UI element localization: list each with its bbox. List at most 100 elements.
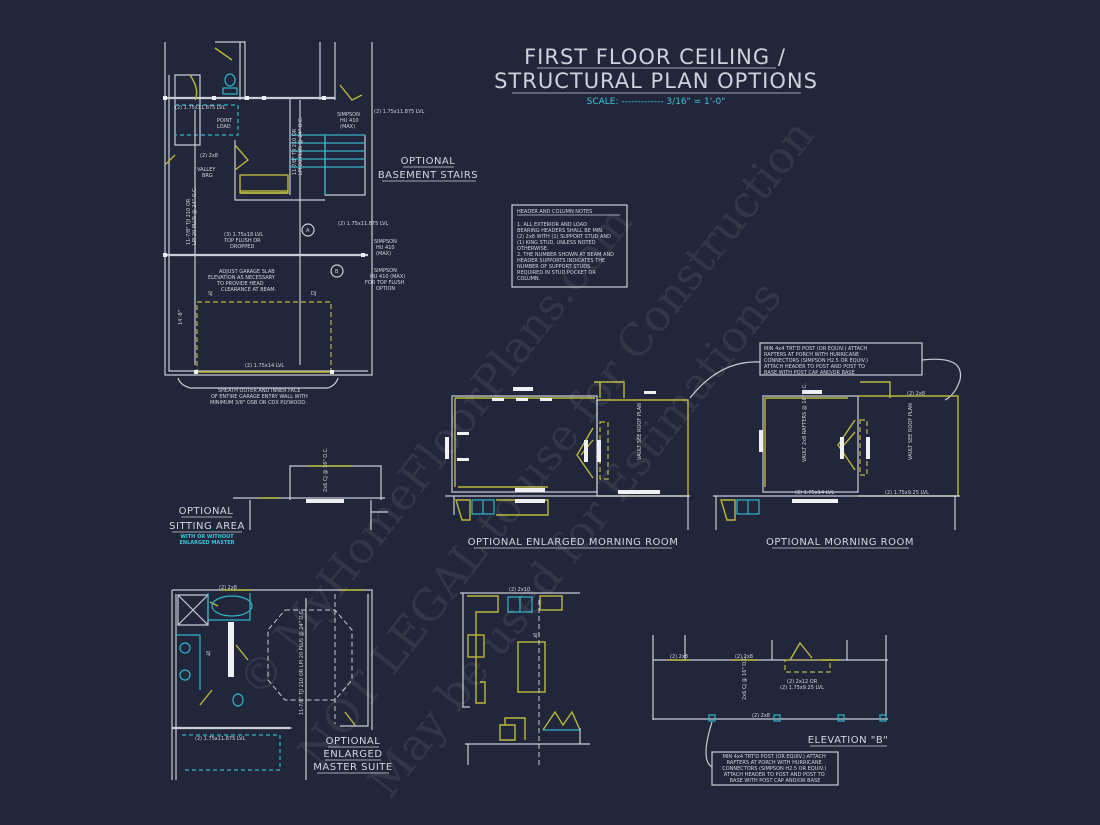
marker-b-label: B <box>335 269 339 275</box>
label-lvl: (2) 1.75x11.875 LVL <box>175 105 226 111</box>
label-simpson-b2: HU 410 (MAX) <box>370 274 405 280</box>
label-slab-3: TO PROVIDE HEAD <box>216 281 264 287</box>
tub-icon <box>211 595 253 617</box>
label-point-load: POINT <box>217 118 233 124</box>
basement-stairs-title-2: BASEMENT STAIRS <box>378 170 478 181</box>
cooktop <box>467 634 485 658</box>
porch-note-leader <box>705 721 713 768</box>
toilet-icon <box>232 693 244 707</box>
label-lvl-door: (2) 1.75x14 LVL <box>245 363 284 369</box>
sitting-wall-main <box>233 497 388 530</box>
marker-a-label: A <box>306 228 310 234</box>
dashed-header <box>784 659 831 673</box>
label-simpson-b4: OPTION <box>376 286 395 292</box>
label-point-load-2: LOAD <box>217 124 231 130</box>
label-lvl-3c: DROPPED <box>230 244 254 250</box>
label-lvl-3b: TOP FLUSH OR <box>223 238 261 244</box>
title-line-1: FIRST FLOOR CEILING / <box>524 45 786 69</box>
dashed-beam <box>182 734 281 771</box>
label-option-2: (2) 1.75x9.25 LVL <box>780 685 824 691</box>
label-lvl-right: (2) 1.75x11.875 LVL <box>374 109 425 115</box>
garage-door-outline <box>196 301 332 373</box>
label-vault: VAULT SEE ROOF PLAN <box>637 403 643 460</box>
label-simpson-a2: HU 410 <box>376 245 395 251</box>
label-slab-2: ELEVATION AS NECESSARY <box>208 275 276 281</box>
label-vault: VAULT SEE ROOF PLAN <box>908 403 914 460</box>
label-simpson: SIMPSON <box>337 112 360 118</box>
label-header-1: (2) 2x8 <box>670 654 688 660</box>
label-simpson-a: SIMPSON <box>374 239 397 245</box>
label-valley-2: BRG <box>202 173 213 179</box>
label-simpson-a3: (MAX) <box>376 251 391 257</box>
basement-stairs-plan: (2) 1.75x11.875 LVL POINT LOAD SIMPSON H… <box>163 41 478 406</box>
label-simpson-2: HU 410 <box>340 118 359 124</box>
porch-note-box <box>711 751 839 786</box>
enlarged-morning-room-plan: VAULT SEE ROOF PLAN OPTIONAL ENLARGED MO… <box>445 381 690 549</box>
label-lvl-3: (3) 1.75x18 LVL <box>224 232 263 238</box>
stair-treads <box>290 134 365 195</box>
window-headers <box>209 589 365 607</box>
porch-note-box <box>759 342 923 376</box>
label-cj: 2x6 CJ @ 16" O.C. <box>742 655 748 700</box>
label-tji-mid: 11-7/8" TJI 210 OR <box>292 128 298 175</box>
sink-icon <box>179 669 191 681</box>
sitting-area-title-2: SITTING AREA <box>169 521 245 532</box>
closet <box>174 74 201 146</box>
door-swing <box>789 641 813 661</box>
counter <box>720 499 736 521</box>
sitting-walls <box>289 465 382 500</box>
dashed-beam <box>859 419 868 476</box>
label-dim: 14'-8" <box>178 310 184 325</box>
garage-outer-wall <box>164 42 373 376</box>
label-dj: DJ <box>311 291 316 297</box>
label-sj: SJ <box>208 291 213 297</box>
morning-room-title: OPTIONAL MORNING ROOM <box>766 537 914 548</box>
headers-posts <box>759 390 870 503</box>
enlarged-morning-room-title: OPTIONAL ENLARGED MORNING ROOM <box>468 537 679 548</box>
sink-icon <box>179 642 191 654</box>
post-markers <box>163 96 365 374</box>
label-sheath-1: SHEATH OUTER AND INNER FACE <box>218 388 301 394</box>
door-swings <box>199 644 356 726</box>
label-simpson-b3: FOR TOP FLUSH <box>365 280 405 286</box>
dashed-beam <box>599 421 609 480</box>
kitchen-plan: (2) 2x10 SJ <box>460 587 590 765</box>
label-rafters: VAULT 2x8 RAFTERS @ 16" O.C. <box>802 383 808 462</box>
label-header: (2) 2x10 <box>509 587 530 593</box>
master-suite-title-1: OPTIONAL <box>326 736 381 747</box>
label-lvl-a: (2) 1.75x11.875 LVL <box>338 221 389 227</box>
label-sj: SJ <box>206 651 211 657</box>
counter-right <box>539 595 563 611</box>
porch-note-bottom-text: MIN 4x4 TRT'D POST (OR EQUIV.) ATTACH RA… <box>722 754 828 784</box>
label-cj: 2x6 CJ @ 16" O.C. <box>323 447 329 492</box>
label-lvl-925: (2) 1.75x9.25 LVL <box>885 490 929 496</box>
new-walls <box>764 397 848 487</box>
master-suite-title-3: MASTER SUITE <box>313 762 392 773</box>
label-valley: VALLEY <box>197 167 216 173</box>
sitting-area-subtitle-1: WITH OR WITHOUT <box>180 534 234 540</box>
door-swings <box>164 47 363 166</box>
lower-walls <box>465 728 590 765</box>
label-tji-left: 11-7/8" TJI 210 OR <box>186 198 192 245</box>
morning-room-plan: (2) 2x8 (2) 1.75x14 LVL (2) 1.75x9.25 LV… <box>713 381 960 549</box>
label-lvl-14: (2) 1.75x14 LVL <box>795 490 834 496</box>
bench-seat <box>240 190 288 194</box>
label-header: (2) 2x8 <box>907 391 925 397</box>
notes-box <box>511 204 628 288</box>
notes-heading: HEADER AND COLUMN NOTES <box>517 209 592 215</box>
label-tji: 11-7/8" TJI 210 OR LPI 20 PLUS @ 24" O.C… <box>299 609 305 715</box>
upper-walls <box>215 41 336 100</box>
headers-posts <box>445 387 660 503</box>
label-tji-left-2: LPI 20 PLUS @ 24" O.C. <box>192 187 198 245</box>
fixtures <box>499 710 581 741</box>
label-sheath-2: OF ENTIRE GARAGE ENTRY WALL WITH <box>211 394 308 400</box>
label-tji-mid-2: LPI 20 PLUS @ 24" O.C. <box>298 117 304 175</box>
marker-a <box>301 223 315 237</box>
elevation-walls <box>652 635 888 720</box>
dashed-beam-outline <box>175 104 239 136</box>
island <box>517 641 546 693</box>
label-header: (2) 2x8 <box>200 153 218 159</box>
toilet-icon <box>224 73 236 87</box>
label-simpson-3: (MAX) <box>340 124 355 130</box>
